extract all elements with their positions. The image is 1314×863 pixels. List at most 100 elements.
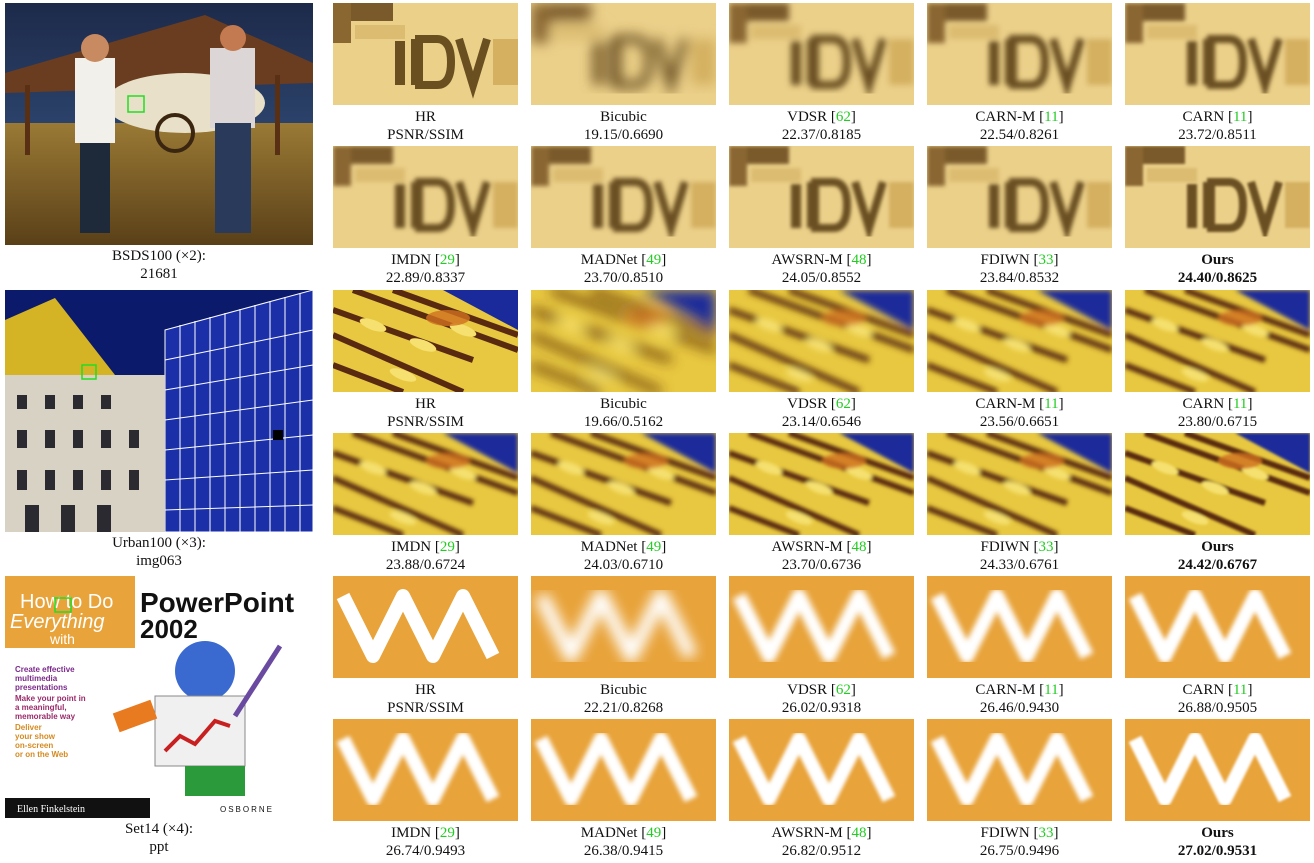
crop-ours [1125,146,1310,248]
cover-bullet: multimedia [15,674,58,683]
metric-value: 26.02/0.9318 [781,700,862,716]
figure-row-urban100: Urban100 (×3): img063 [0,287,1314,573]
crop-hr [333,3,518,105]
metric-value: 24.42/0.6767 [1177,557,1258,573]
crop-carn [1125,290,1310,392]
method-caption: HR PSNR/SSIM [333,395,518,431]
citation-ref[interactable]: 29 [439,539,455,555]
image-name: ppt [149,839,169,855]
citation-ref[interactable]: 33 [1038,539,1054,555]
method-name: Bicubic [531,681,716,699]
crop-carn [1125,3,1310,105]
citation-ref[interactable]: 33 [1038,252,1054,268]
method-name: Ours [1125,251,1310,269]
metric-value: 26.74/0.9493 [385,843,466,859]
method-caption: MADNet [49]23.70/0.8510 [531,251,716,287]
method-name: AWSRN-M [48] [771,825,872,841]
method-label: HR [415,109,436,125]
method-caption: IMDN [29]26.74/0.9493 [333,824,518,860]
method-caption: FDIWN [33]23.84/0.8532 [927,251,1112,287]
cover-version: 2002 [140,614,198,644]
crop-carn [1125,576,1310,678]
cover-bullet: Create effective [15,665,75,674]
citation-ref[interactable]: 62 [835,396,851,412]
cover-bullet: or on the Web [15,750,68,759]
method-name: FDIWN [33] [980,825,1059,841]
method-label: CARN [1182,109,1225,125]
citation-ref[interactable]: 11 [1232,109,1248,125]
method-name: Ours [1125,824,1310,842]
method-caption: VDSR [62]22.37/0.8185 [729,108,914,144]
crop-hr [333,576,518,678]
metric-value: PSNR/SSIM [387,700,464,716]
crop-madnet [531,433,716,535]
citation-ref[interactable]: 11 [1044,682,1059,698]
cover-publisher: OSBORNE [220,805,274,814]
crop-madnet [531,719,716,821]
metric-value: 23.80/0.6715 [1177,414,1258,430]
method-name: CARN [11] [1182,109,1253,125]
method-label: HR [415,396,436,412]
citation-ref[interactable]: 11 [1232,396,1248,412]
method-caption: VDSR [62]23.14/0.6546 [729,395,914,431]
method-label: IMDN [391,539,432,555]
crop-awsrn-m [729,433,914,535]
main-image-img063 [5,290,313,532]
method-name: AWSRN-M [48] [771,539,872,555]
metric-value: 26.82/0.9512 [781,843,862,859]
cover-bullet: on-screen [15,741,53,750]
metric-value: 26.46/0.9430 [979,700,1060,716]
citation-ref[interactable]: 33 [1038,825,1054,841]
method-caption: FDIWN [33]26.75/0.9496 [927,824,1112,860]
method-caption: IMDN [29]22.89/0.8337 [333,251,518,287]
dataset-label: Urban100 (×3): [112,535,206,551]
method-name: Ours [1125,538,1310,556]
method-label: FDIWN [980,252,1030,268]
citation-ref[interactable]: 29 [439,252,455,268]
citation-ref[interactable]: 49 [646,539,662,555]
citation-ref[interactable]: 11 [1044,396,1059,412]
method-label: HR [415,682,436,698]
method-label: AWSRN-M [771,825,843,841]
method-label: CARN [1182,396,1225,412]
crop-vdsr [729,290,914,392]
method-label: VDSR [787,396,828,412]
method-label: IMDN [391,825,432,841]
figure-row-set14: How to Do Everything with PowerPoint 200… [0,573,1314,859]
citation-ref[interactable]: 11 [1232,682,1248,698]
metric-value: 24.33/0.6761 [979,557,1060,573]
citation-ref[interactable]: 48 [851,252,867,268]
method-caption: CARN [11]23.80/0.6715 [1125,395,1310,431]
crop-imdn [333,433,518,535]
cover-bullet: Make your point in [15,694,86,703]
metric-value: 19.66/0.5162 [583,414,664,430]
method-label: Ours [1201,825,1234,841]
method-label: AWSRN-M [771,252,843,268]
method-caption: AWSRN-M [48]24.05/0.8552 [729,251,914,287]
dataset-caption: Urban100 (×3): img063 [5,534,313,570]
citation-ref[interactable]: 29 [439,825,455,841]
metric-value: PSNR/SSIM [387,414,464,430]
dataset-caption: Set14 (×4): ppt [5,820,313,856]
cover-bullet: a meaningful, [15,703,67,712]
method-label: Ours [1201,252,1234,268]
citation-ref[interactable]: 49 [646,252,662,268]
method-name: Bicubic [531,108,716,126]
method-label: VDSR [787,109,828,125]
crop-carn-m [927,576,1112,678]
dataset-label: BSDS100 (×2): [112,248,206,264]
method-name: CARN-M [11] [975,682,1064,698]
citation-ref[interactable]: 62 [835,682,851,698]
citation-ref[interactable]: 11 [1044,109,1059,125]
crop-fdiwn [927,433,1112,535]
citation-ref[interactable]: 48 [851,539,867,555]
citation-ref[interactable]: 62 [835,109,851,125]
citation-ref[interactable]: 48 [851,825,867,841]
citation-ref[interactable]: 49 [646,825,662,841]
method-caption: AWSRN-M [48] 26.82/0.9512 [729,824,914,860]
crop-madnet [531,146,716,248]
method-caption: HR PSNR/SSIM [333,681,518,717]
cover-line2: Everything [10,611,105,633]
